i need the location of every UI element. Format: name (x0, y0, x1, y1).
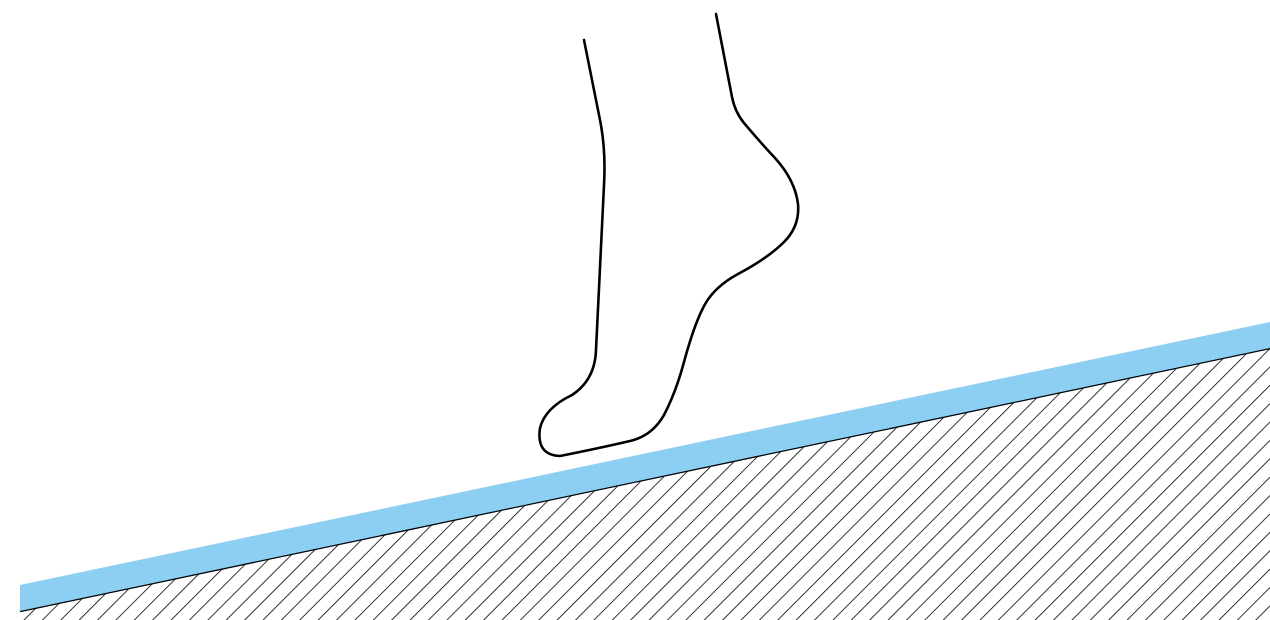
ground-hatching (20, 348, 1270, 620)
foot-outline (539, 14, 798, 456)
inclined-ground (20, 348, 1270, 620)
